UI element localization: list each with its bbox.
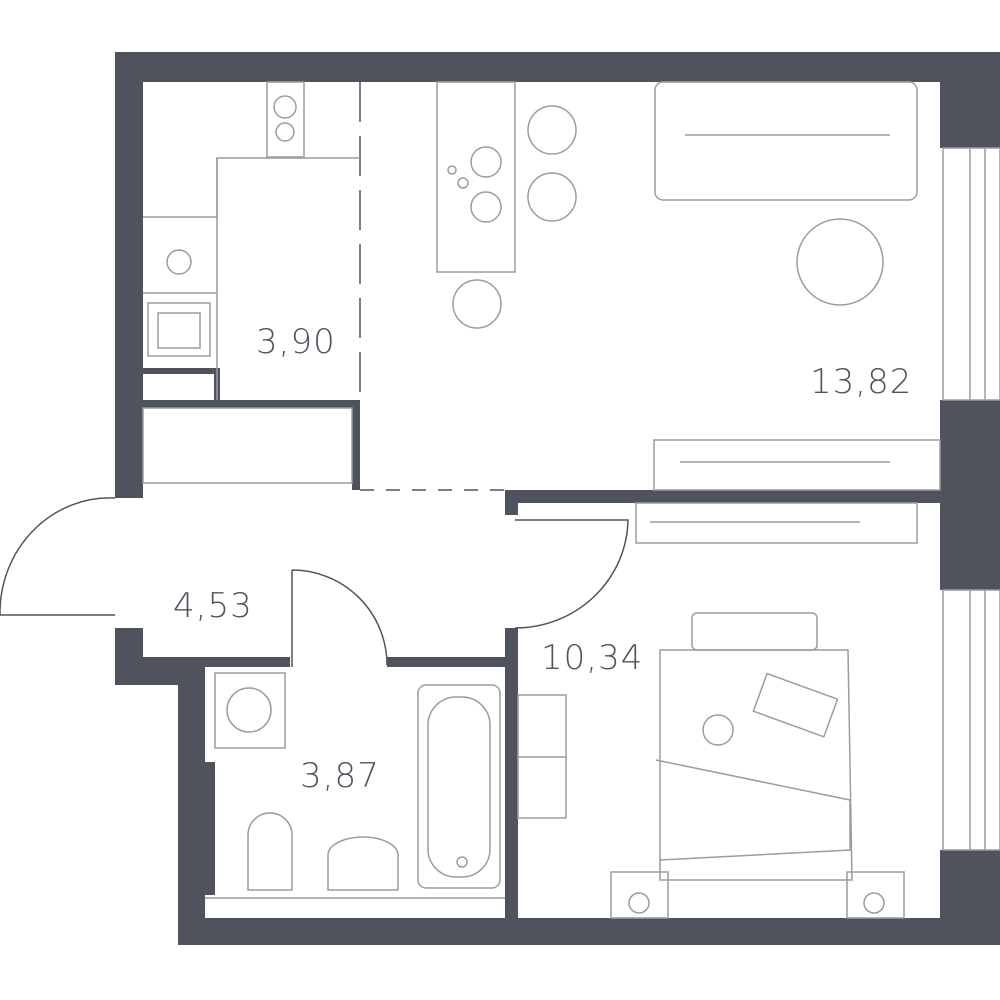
- doors: [0, 82, 629, 667]
- kitchen-area-label: 3,90: [256, 322, 336, 362]
- bathroom-area-label: 3,87: [300, 756, 380, 796]
- living-room-area-label: 13,82: [810, 362, 913, 402]
- bedroom-furniture: [517, 502, 918, 919]
- walls: [115, 52, 1000, 945]
- windows: [942, 147, 1000, 851]
- bedroom-area-label: 10,34: [541, 638, 644, 678]
- living-furniture: [653, 81, 941, 491]
- hallway-area-label: 4,53: [173, 586, 253, 626]
- kitchen-furniture: [142, 81, 577, 484]
- bathroom-furniture: [205, 672, 505, 899]
